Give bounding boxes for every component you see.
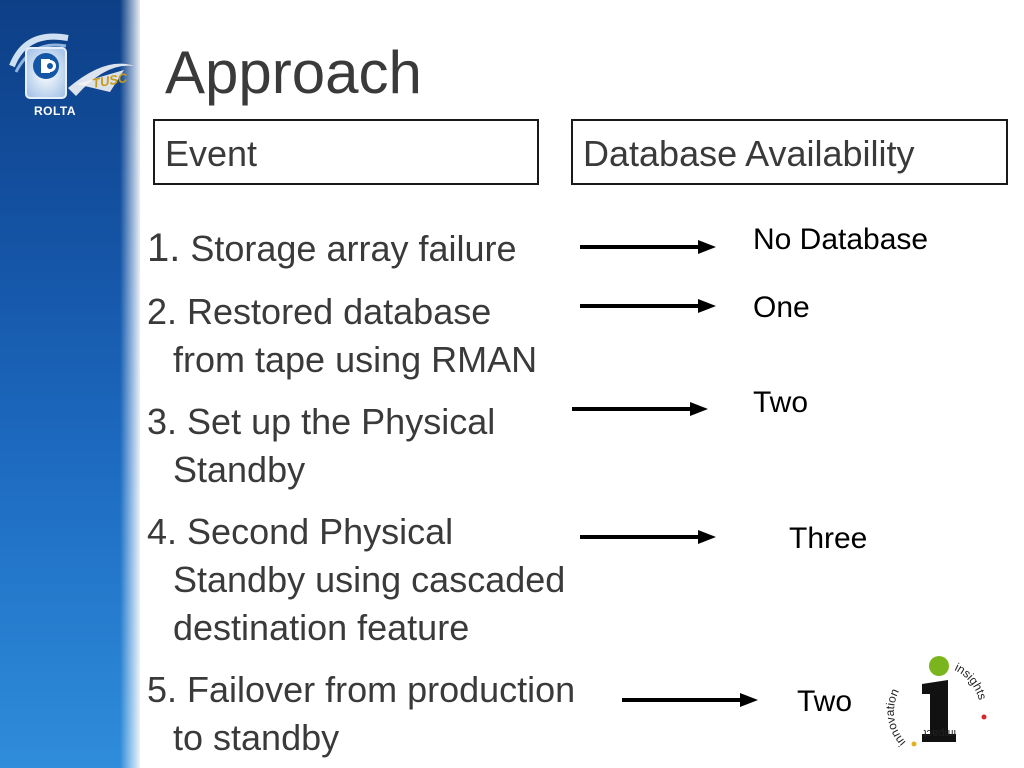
step-text: Storage array failure <box>180 228 517 269</box>
rolta-tusc-logo: ROLTA TUSC <box>6 26 138 122</box>
step-text-continued: Standby using cascaded <box>173 559 566 600</box>
arrow-icon <box>580 527 720 547</box>
arrow-icon <box>580 237 720 257</box>
green-dot-icon <box>929 656 949 676</box>
logo-graphic <box>9 33 134 99</box>
step-number: 2. <box>147 291 178 332</box>
rolta-wordmark: ROLTA <box>33 104 77 118</box>
step-text: Failover from production <box>177 669 576 710</box>
arrow-icon <box>580 296 720 316</box>
availability-result: Three <box>789 522 868 555</box>
step-2: 2. Restored database from tape using RMA… <box>147 288 537 384</box>
letter-i-icon <box>922 680 956 742</box>
availability-result: Two <box>797 685 853 718</box>
step-text-continued: destination feature <box>173 607 470 648</box>
step-text: Restored database <box>177 291 492 332</box>
availability-result: One <box>753 291 810 324</box>
side-band <box>0 0 140 768</box>
step-4: 4. Second Physical Standby using cascade… <box>147 508 565 652</box>
step-number: 5. <box>147 669 178 710</box>
arrow-icon <box>572 399 712 419</box>
svg-text:impact: impact <box>924 727 956 739</box>
slide-title: Approach <box>165 39 422 106</box>
step-1: 1. Storage array failure <box>147 224 517 273</box>
step-text-continued: Standby <box>173 449 306 490</box>
innovation-insights-impact-logo: innovation insights impact <box>884 650 994 760</box>
badge-left-word: innovation <box>884 686 908 749</box>
step-number: 3. <box>147 401 178 442</box>
svg-text:innovation: innovation <box>884 686 908 749</box>
arrow-icon <box>622 690 762 710</box>
step-text: Second Physical <box>177 511 454 552</box>
step-text-continued: to standby <box>173 717 340 758</box>
step-3: 3. Set up the Physical Standby <box>147 398 495 494</box>
badge-right-word: insights <box>953 660 990 701</box>
step-text-continued: from tape using RMAN <box>173 339 538 380</box>
step-number: 1. <box>147 226 181 270</box>
step-5: 5. Failover from production to standby <box>147 666 575 762</box>
badge-graphic: innovation insights impact <box>884 656 990 749</box>
svg-text:insights: insights <box>953 660 990 701</box>
availability-result: Two <box>753 386 809 419</box>
availability-header: Database Availability <box>571 119 1008 185</box>
step-number: 4. <box>147 511 178 552</box>
availability-result: No Database <box>753 223 929 256</box>
event-header: Event <box>153 119 539 185</box>
step-text: Set up the Physical <box>177 401 496 442</box>
badge-bottom-word: impact <box>924 727 956 739</box>
